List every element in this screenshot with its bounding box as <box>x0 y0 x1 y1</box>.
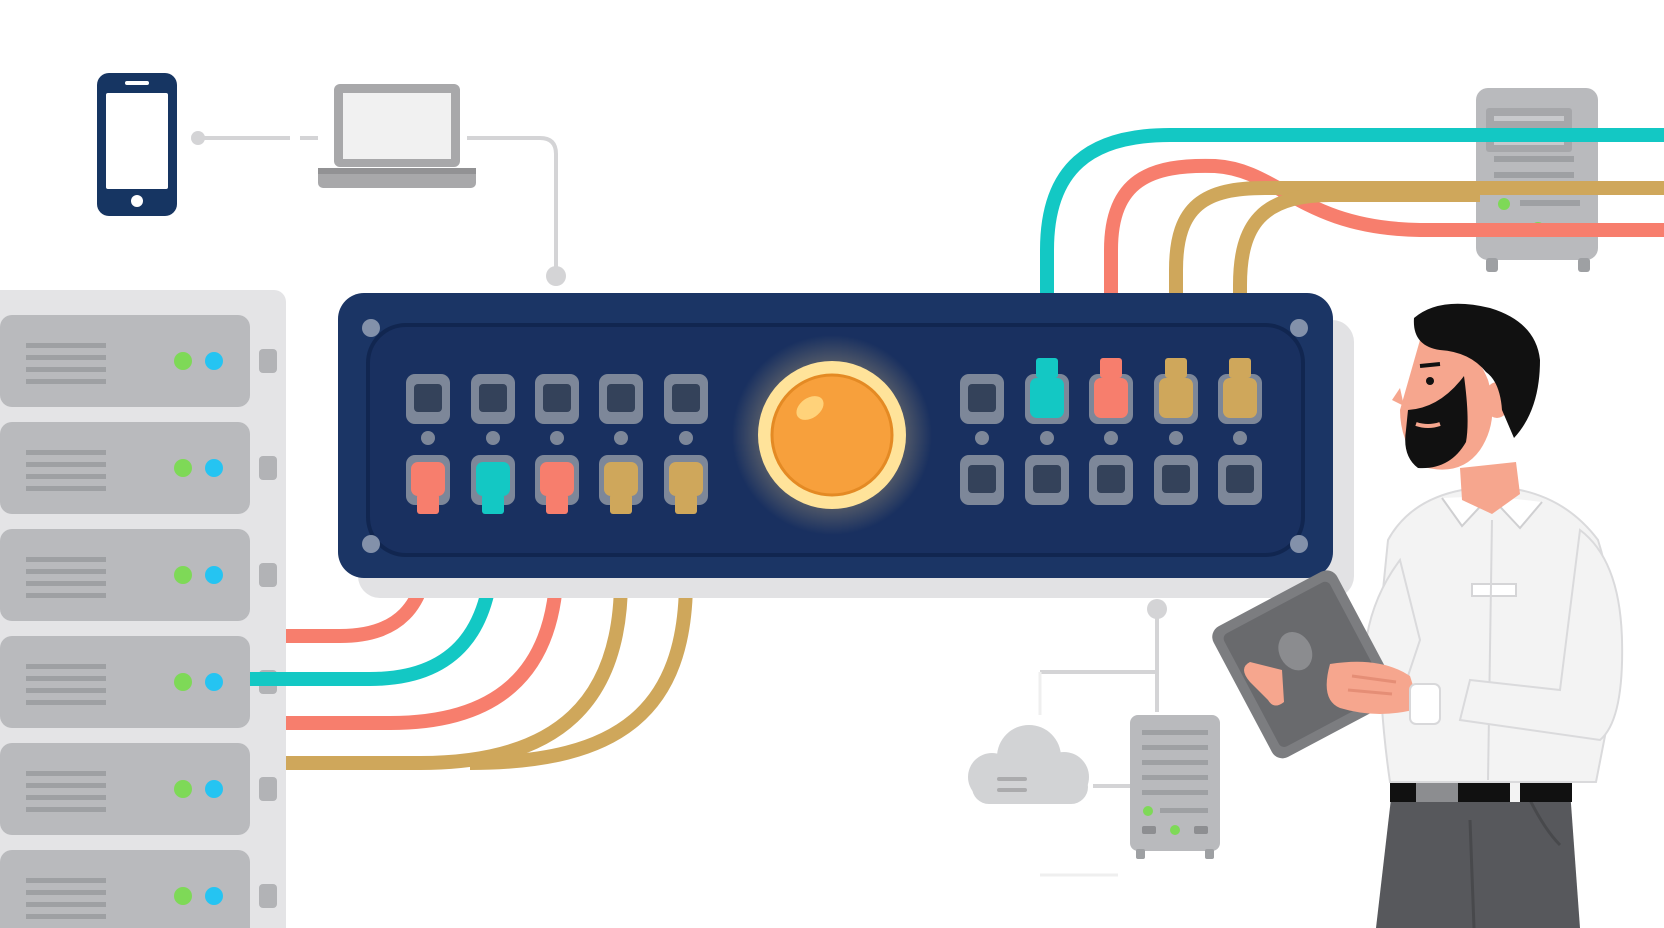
status-led <box>205 887 223 905</box>
port-indicator <box>1104 431 1118 445</box>
device-connectors <box>195 136 558 276</box>
cable-plugs <box>411 358 1257 514</box>
tablet-icon <box>1212 570 1397 759</box>
cable-plug <box>411 462 445 514</box>
upper-cables <box>1040 128 1664 362</box>
rack-unit <box>0 850 277 928</box>
rack-unit <box>0 315 277 407</box>
switch-port[interactable] <box>960 455 1004 505</box>
switch-port[interactable] <box>1154 455 1198 505</box>
rack-unit <box>0 743 277 835</box>
cable-plug <box>1159 358 1193 418</box>
cable-plug <box>604 462 638 514</box>
port-indicator <box>614 431 628 445</box>
server-tower-icon <box>1130 715 1220 859</box>
status-led <box>205 673 223 691</box>
status-led <box>174 780 192 798</box>
switch-port[interactable] <box>1089 455 1133 505</box>
switch-port[interactable] <box>960 374 1004 424</box>
port-indicator <box>679 431 693 445</box>
laptop-icon <box>318 84 476 188</box>
switch-port[interactable] <box>599 374 643 424</box>
rack-unit <box>0 529 277 621</box>
switch-port[interactable] <box>535 374 579 424</box>
status-led <box>174 887 192 905</box>
status-light <box>732 335 932 535</box>
port-indicator <box>975 431 989 445</box>
cable-plug <box>540 462 574 514</box>
cable-plug <box>1030 358 1064 418</box>
switch-port[interactable] <box>1025 455 1069 505</box>
connector-node <box>546 266 566 286</box>
connector-node <box>1147 599 1167 619</box>
status-led <box>174 673 192 691</box>
cable-plug <box>476 462 510 514</box>
server-tower-icon <box>1476 88 1598 272</box>
technician-person <box>1212 303 1624 928</box>
rack-unit <box>0 422 277 514</box>
status-led <box>205 352 223 370</box>
switch-port[interactable] <box>1218 455 1262 505</box>
port-indicator <box>1169 431 1183 445</box>
cable-plug <box>1094 358 1128 418</box>
port-indicator <box>486 431 500 445</box>
switch-port[interactable] <box>664 374 708 424</box>
port-indicator <box>1040 431 1054 445</box>
port-indicator <box>421 431 435 445</box>
status-led <box>174 352 192 370</box>
cloud-connectors <box>1040 610 1159 788</box>
status-led <box>205 566 223 584</box>
port-indicator <box>550 431 564 445</box>
switch-port[interactable] <box>471 374 515 424</box>
rack-unit <box>0 636 277 728</box>
smartphone-icon <box>97 73 177 216</box>
connector-node <box>191 131 205 145</box>
server-rack-icon <box>0 290 286 928</box>
cable-plug <box>1223 358 1257 418</box>
switch-port[interactable] <box>406 374 450 424</box>
status-led <box>174 566 192 584</box>
status-led <box>205 459 223 477</box>
status-led <box>174 459 192 477</box>
cable-plug <box>669 462 703 514</box>
port-indicator <box>1233 431 1247 445</box>
faint-wiring <box>1038 672 1118 877</box>
status-led <box>205 780 223 798</box>
cloud-icon <box>968 725 1089 804</box>
